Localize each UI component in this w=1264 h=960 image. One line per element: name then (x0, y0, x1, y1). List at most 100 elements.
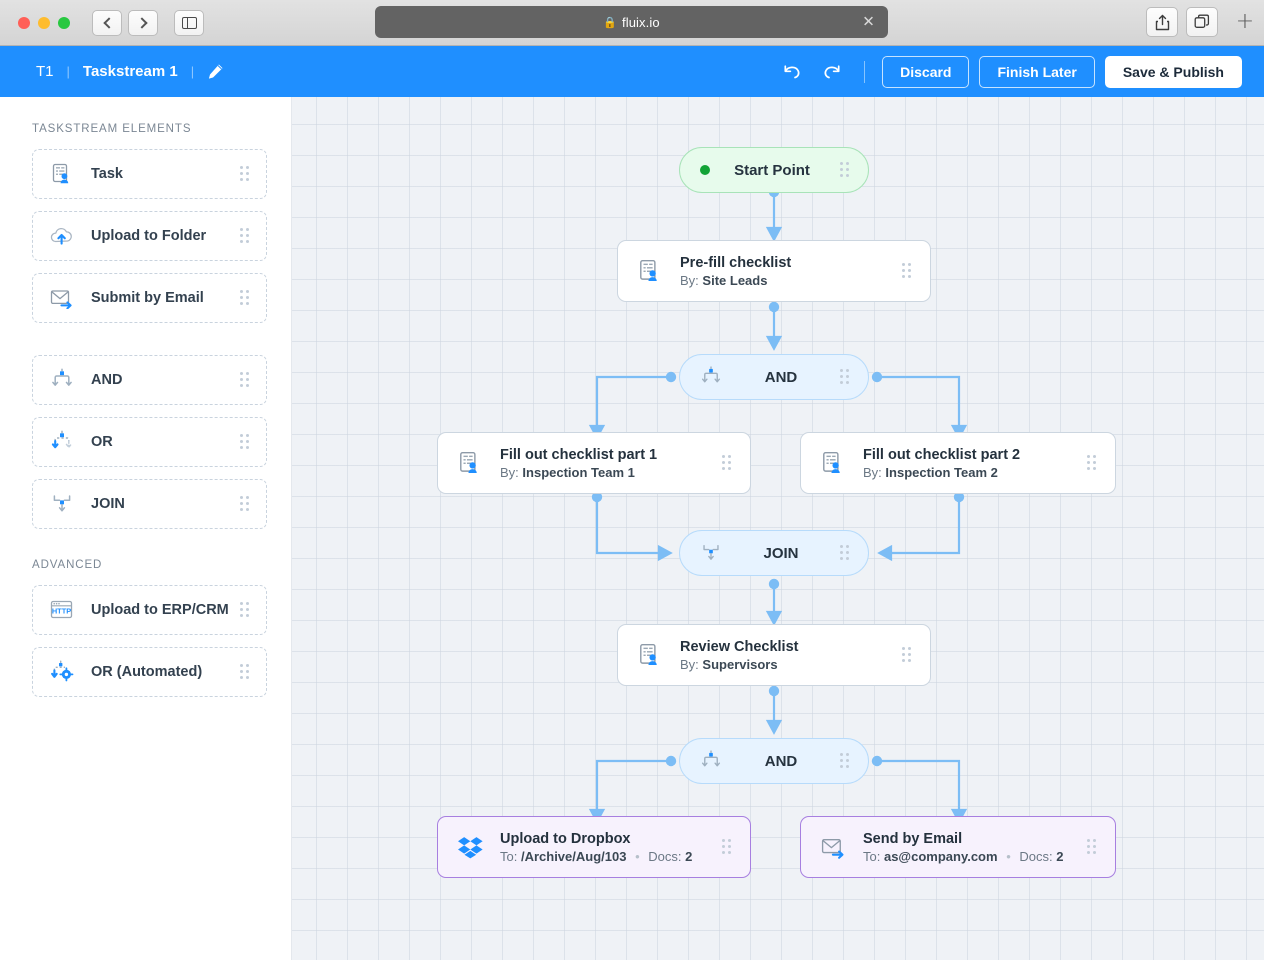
drag-handle-icon[interactable] (1087, 455, 1099, 471)
node-start-point[interactable]: Start Point (679, 147, 869, 193)
meta-separator: • (1006, 848, 1011, 864)
sidebar-item-submit-by-email[interactable]: Submit by Email (32, 273, 267, 323)
node-subtitle-label: To: (863, 848, 881, 864)
node-subtitle-value: Supervisors (702, 656, 778, 672)
sidebar-toggle-button[interactable] (174, 9, 204, 36)
join-gate-icon (49, 491, 75, 517)
app-toolbar: T1 | Taskstream 1 | Discard Finish Later (0, 46, 1264, 97)
sidebar-section-title-elements: TASKSTREAM ELEMENTS (32, 123, 192, 135)
task-clipboard-icon (456, 449, 484, 477)
undo-button[interactable] (777, 57, 807, 87)
flow-diagram: Start Point Pre-fill che (292, 97, 1264, 960)
drag-handle-icon[interactable] (240, 290, 252, 306)
task-clipboard-icon (636, 641, 664, 669)
join-gate-icon (700, 542, 722, 564)
drag-handle-icon[interactable] (840, 162, 852, 178)
dropbox-icon (456, 833, 484, 861)
share-button[interactable] (1146, 7, 1178, 37)
drag-handle-icon[interactable] (902, 647, 914, 663)
show-tabs-icon (1194, 14, 1210, 28)
save-publish-button[interactable]: Save & Publish (1104, 55, 1242, 88)
cloud-upload-icon (49, 223, 75, 249)
window-traffic-lights (0, 16, 70, 29)
drag-handle-icon[interactable] (240, 664, 252, 680)
drag-handle-icon[interactable] (240, 496, 252, 512)
back-button[interactable] (92, 9, 122, 36)
node-fill-checklist-2[interactable]: Fill out checklist part 2 By: Inspection… (800, 432, 1116, 494)
elements-sidebar: TASKSTREAM ELEMENTS Task Upload to Folde… (0, 97, 292, 960)
share-icon (1155, 14, 1169, 30)
sidebar-item-label: OR (91, 434, 113, 450)
breadcrumb-item-taskstream[interactable]: Taskstream 1 (82, 63, 178, 80)
new-tab-button[interactable]: + (1235, 9, 1255, 34)
toolbar-actions: Discard Finish Later Save & Publish (777, 55, 1264, 88)
drag-handle-icon[interactable] (240, 166, 252, 182)
drag-handle-icon[interactable] (240, 602, 252, 618)
breadcrumb: T1 | Taskstream 1 | (0, 63, 224, 80)
sidebar-item-or-automated[interactable]: OR (Automated) (32, 647, 267, 697)
drag-handle-icon[interactable] (722, 455, 734, 471)
node-docs-label: Docs: (648, 848, 682, 864)
sidebar-item-and[interactable]: AND (32, 355, 267, 405)
envelope-send-icon (819, 833, 847, 861)
sidebar-item-label: Upload to Folder (91, 228, 207, 244)
discard-button[interactable]: Discard (882, 55, 970, 88)
node-pre-fill-checklist[interactable]: Pre-fill checklist By: Site Leads (617, 240, 931, 302)
drag-handle-icon[interactable] (902, 263, 914, 279)
drag-handle-icon[interactable] (840, 545, 852, 561)
minimize-window-button[interactable] (38, 16, 50, 29)
breadcrumb-item-t1[interactable]: T1 (36, 63, 54, 80)
and-gate-icon (700, 750, 722, 772)
node-fill-checklist-1[interactable]: Fill out checklist part 1 By: Inspection… (437, 432, 751, 494)
sidebar-item-join[interactable]: JOIN (32, 479, 267, 529)
node-subtitle-value: as@company.com (883, 848, 998, 864)
sidebar-item-label: OR (Automated) (91, 664, 203, 680)
node-subtitle: To: as@company.com • Docs: 2 (863, 849, 1063, 864)
chevron-left-icon (102, 16, 115, 29)
rename-taskstream-button[interactable] (207, 63, 224, 80)
node-label: AND (764, 368, 798, 386)
drag-handle-icon[interactable] (1087, 839, 1099, 855)
browser-chrome: 🔒 fluix.io ✕ + (0, 0, 1264, 46)
finish-later-button[interactable]: Finish Later (979, 55, 1095, 88)
drag-handle-icon[interactable] (240, 372, 252, 388)
sidebar-spacer (0, 335, 291, 355)
drag-handle-icon[interactable] (240, 434, 252, 450)
node-send-by-email[interactable]: Send by Email To: as@company.com • Docs:… (800, 816, 1116, 878)
drag-handle-icon[interactable] (722, 839, 734, 855)
node-and-2[interactable]: AND (679, 738, 869, 784)
close-window-button[interactable] (18, 16, 30, 29)
drag-handle-icon[interactable] (840, 369, 852, 385)
tab-title: fluix.io (622, 14, 660, 30)
sidebar-item-upload-to-erp-crm[interactable]: HTTP Upload to ERP/CRM (32, 585, 267, 635)
node-docs-value: 2 (1056, 848, 1064, 864)
maximize-window-button[interactable] (58, 16, 70, 29)
redo-icon (824, 64, 840, 78)
node-subtitle-label: By: (680, 656, 699, 672)
node-subtitle: By: Inspection Team 2 (863, 465, 1020, 480)
redo-button[interactable] (817, 57, 847, 87)
close-icon[interactable]: ✕ (862, 12, 875, 31)
forward-button[interactable] (128, 9, 158, 36)
chevron-right-icon (135, 16, 148, 29)
node-upload-to-dropbox[interactable]: Upload to Dropbox To: /Archive/Aug/103 •… (437, 816, 751, 878)
svg-text:HTTP: HTTP (52, 607, 71, 616)
node-subtitle: By: Supervisors (680, 657, 798, 672)
node-subtitle: To: /Archive/Aug/103 • Docs: 2 (500, 849, 692, 864)
browser-tab[interactable]: 🔒 fluix.io ✕ (375, 6, 888, 38)
sidebar-item-task[interactable]: Task (32, 149, 267, 199)
node-and-1[interactable]: AND (679, 354, 869, 400)
node-title: Send by Email (863, 830, 963, 847)
sidebar-item-upload-to-folder[interactable]: Upload to Folder (32, 211, 267, 261)
sidebar-item-or[interactable]: OR (32, 417, 267, 467)
and-gate-icon (49, 367, 75, 393)
sidebar-item-label: JOIN (91, 496, 125, 512)
sidebar-section-title-advanced: ADVANCED (32, 559, 103, 571)
node-review-checklist[interactable]: Review Checklist By: Supervisors (617, 624, 931, 686)
node-join[interactable]: JOIN (679, 530, 869, 576)
flow-canvas[interactable]: Start Point Pre-fill che (292, 97, 1264, 960)
node-title: Fill out checklist part 1 (500, 446, 658, 463)
drag-handle-icon[interactable] (240, 228, 252, 244)
show-tabs-button[interactable] (1186, 7, 1218, 37)
drag-handle-icon[interactable] (840, 753, 852, 769)
